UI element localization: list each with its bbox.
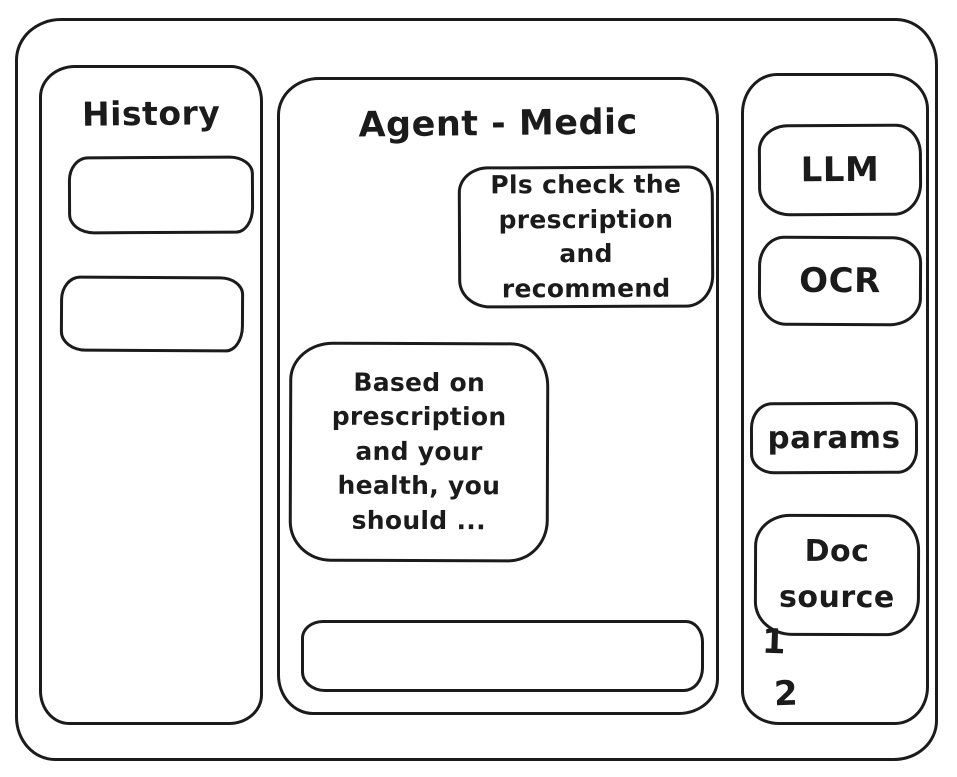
params-button[interactable]: params [749, 401, 919, 475]
tools-panel: LLM OCR params Doc source 1 2 [741, 73, 929, 725]
window-frame: History Agent - Medic Pls check the pres… [15, 18, 938, 761]
history-item-1[interactable] [67, 155, 255, 235]
assistant-message-bubble: Based on prescription and your health, y… [288, 341, 550, 563]
history-item-2[interactable] [59, 275, 245, 353]
doc-source-button[interactable]: Doc source [753, 513, 921, 637]
doc-source-item-2[interactable]: 2 [773, 673, 799, 715]
user-message-bubble: Pls check the prescription and recommend [457, 165, 715, 309]
history-title: History [81, 93, 221, 134]
chat-title: Agent - Medic [358, 102, 638, 146]
ocr-button[interactable]: OCR [757, 235, 923, 327]
chat-input[interactable] [301, 620, 704, 692]
history-panel: History [39, 65, 263, 725]
chat-panel: Agent - Medic Pls check the prescription… [277, 77, 719, 715]
llm-button[interactable]: LLM [757, 123, 923, 217]
doc-source-item-1[interactable]: 1 [761, 621, 787, 663]
